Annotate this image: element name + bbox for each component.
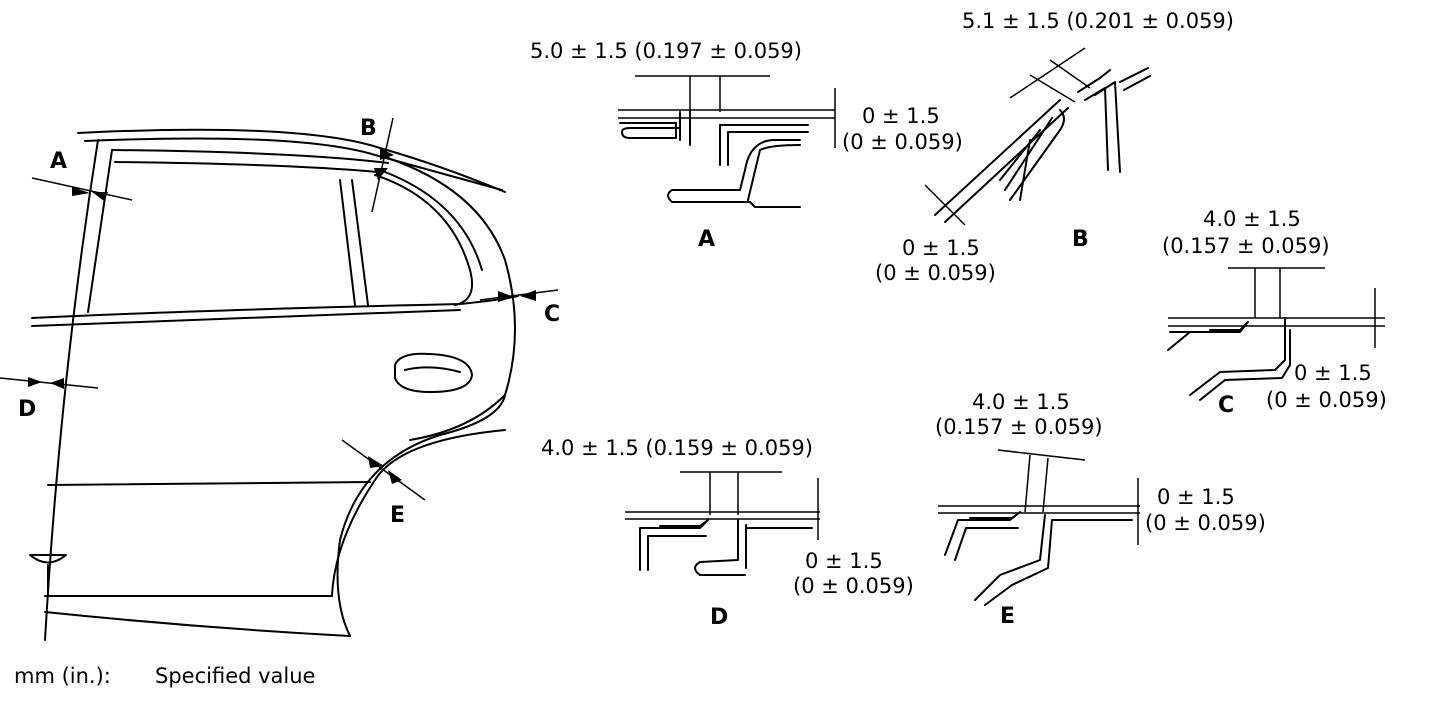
callout-a-arrow-2 xyxy=(92,192,108,201)
detail-e-gap-dim xyxy=(997,449,1086,461)
detail-c-label: C xyxy=(1218,393,1234,418)
quarter-window xyxy=(374,174,474,306)
detail-b-frame xyxy=(1077,69,1121,173)
detail-b-gap-extensions xyxy=(1029,59,1091,103)
detail-b-flush-in: (0 ± 0.059) xyxy=(875,261,996,285)
detail-e-outer-panel xyxy=(944,511,1021,561)
center-post-right xyxy=(351,179,369,306)
callout-a-line xyxy=(31,177,133,201)
roof-line-inner xyxy=(84,137,503,191)
wheel-arch-body xyxy=(336,394,506,637)
detail-a-flush-in: (0 ± 0.059) xyxy=(842,130,963,154)
detail-c-flush-in: (0 ± 0.059) xyxy=(1266,388,1387,412)
detail-b-flush-dim xyxy=(924,184,966,226)
door-rear-curve xyxy=(387,157,516,441)
detail-a-inner-panel xyxy=(667,139,801,208)
door-frame-front xyxy=(87,149,113,313)
callout-c: C xyxy=(544,302,560,327)
detail-e: 4.0 ± 1.5 (0.157 ± 0.059) 0 ± 1.5 (0 ± 0… xyxy=(935,390,1266,629)
callout-a-arrow xyxy=(72,187,90,196)
legend-meaning: Specified value xyxy=(155,664,315,688)
callout-b-arrow-2 xyxy=(374,168,388,180)
detail-c-flush-mm: 0 ± 1.5 xyxy=(1294,361,1372,385)
detail-c-flush-lines xyxy=(1168,317,1385,327)
detail-c-gap-mm: 4.0 ± 1.5 xyxy=(1203,207,1301,231)
detail-c: 4.0 ± 1.5 (0.157 ± 0.059) 0 ± 1.5 (0 ± 0… xyxy=(1162,207,1387,418)
sill-clip xyxy=(29,554,67,564)
door-front-edge xyxy=(44,139,99,641)
door-handle-recess xyxy=(404,366,461,373)
callout-c-arrow-2 xyxy=(520,290,536,301)
callout-d-line xyxy=(0,377,99,389)
detail-a-gap-extensions xyxy=(689,76,721,112)
detail-d-gap-extensions xyxy=(709,472,739,515)
callout-a: A xyxy=(50,149,67,174)
callout-b-line xyxy=(371,117,394,213)
detail-a-gap: 5.0 ± 1.5 (0.197 ± 0.059) xyxy=(530,39,802,63)
detail-d-flush-lines xyxy=(625,511,820,520)
detail-a-label: A xyxy=(698,227,715,252)
detail-a: 5.0 ± 1.5 (0.197 ± 0.059) 0 ± 1.5 (0 ± 0… xyxy=(530,39,963,252)
detail-e-label: E xyxy=(1000,604,1015,629)
detail-b-weatherstrip xyxy=(999,109,1065,201)
roof-line-outer xyxy=(77,128,506,193)
detail-b-roof-flange xyxy=(1119,67,1151,91)
detail-b-gap: 5.1 ± 1.5 (0.201 ± 0.059) xyxy=(962,9,1234,33)
window-frame-top xyxy=(111,149,389,164)
detail-a-door-skin xyxy=(719,124,809,166)
detail-b: 5.1 ± 1.5 (0.201 ± 0.059) 0 ± 1.5 (0 ± 0… xyxy=(875,9,1234,285)
callout-d: D xyxy=(18,397,36,422)
callout-e-arrow xyxy=(368,456,384,468)
window-frame-top-inner xyxy=(114,161,379,173)
callout-b-arrow xyxy=(380,148,394,160)
callout-e-arrow-2 xyxy=(388,470,402,484)
quarter-window-inner xyxy=(384,171,483,271)
detail-e-flush-in: (0 ± 0.059) xyxy=(1145,511,1266,535)
detail-d-outer-panel xyxy=(639,519,709,571)
callout-e: E xyxy=(390,503,405,528)
callout-b: B xyxy=(360,116,377,141)
center-post-left xyxy=(339,179,356,306)
belt-line-lower xyxy=(31,309,461,327)
callout-d-arrow-2 xyxy=(50,378,64,389)
rear-door-drawing: A B C D E xyxy=(0,116,560,641)
detail-d-label: D xyxy=(710,605,728,630)
callout-c-line xyxy=(479,289,559,301)
detail-d-flush-in: (0 ± 0.059) xyxy=(793,574,914,598)
rocker-line xyxy=(44,611,351,637)
door-character-line xyxy=(47,481,371,486)
detail-c-gap-in: (0.157 ± 0.059) xyxy=(1162,234,1330,258)
callout-d-arrow xyxy=(28,377,42,387)
wheel-arch-door xyxy=(331,429,506,596)
detail-c-outer-panel xyxy=(1167,321,1249,351)
detail-d-gap: 4.0 ± 1.5 (0.159 ± 0.059) xyxy=(541,436,813,460)
detail-a-outer-panel xyxy=(619,122,681,139)
units-legend: mm (in.): Specified value xyxy=(14,664,315,688)
detail-e-flush-mm: 0 ± 1.5 xyxy=(1157,485,1235,509)
detail-b-flush-mm: 0 ± 1.5 xyxy=(902,236,980,260)
belt-line xyxy=(31,295,519,319)
legend-units: mm (in.): xyxy=(14,664,111,688)
callout-e-line xyxy=(341,439,426,501)
detail-a-panel-end xyxy=(679,111,691,146)
detail-c-gap-extensions xyxy=(1254,268,1281,318)
detail-d: 4.0 ± 1.5 (0.159 ± 0.059) 0 ± 1.5 (0 ± 0… xyxy=(541,436,914,630)
detail-c-inner-panel xyxy=(1189,317,1291,401)
detail-d-flush-mm: 0 ± 1.5 xyxy=(805,549,883,573)
detail-e-gap-mm: 4.0 ± 1.5 xyxy=(972,390,1070,414)
detail-a-flush-lines xyxy=(618,109,835,119)
callout-c-arrow xyxy=(498,291,514,302)
detail-a-flush-mm: 0 ± 1.5 xyxy=(862,104,940,128)
detail-b-label: B xyxy=(1072,227,1089,252)
detail-e-gap-in: (0.157 ± 0.059) xyxy=(935,415,1103,439)
detail-e-flush-lines xyxy=(938,505,1140,514)
detail-b-gap-dim xyxy=(1009,47,1086,99)
detail-e-inner-panel xyxy=(974,514,1133,606)
detail-d-inner-panel xyxy=(694,519,813,576)
door-handle xyxy=(394,352,473,393)
detail-b-glass-edge xyxy=(934,99,1069,223)
detail-e-gap-extensions xyxy=(1024,454,1049,513)
